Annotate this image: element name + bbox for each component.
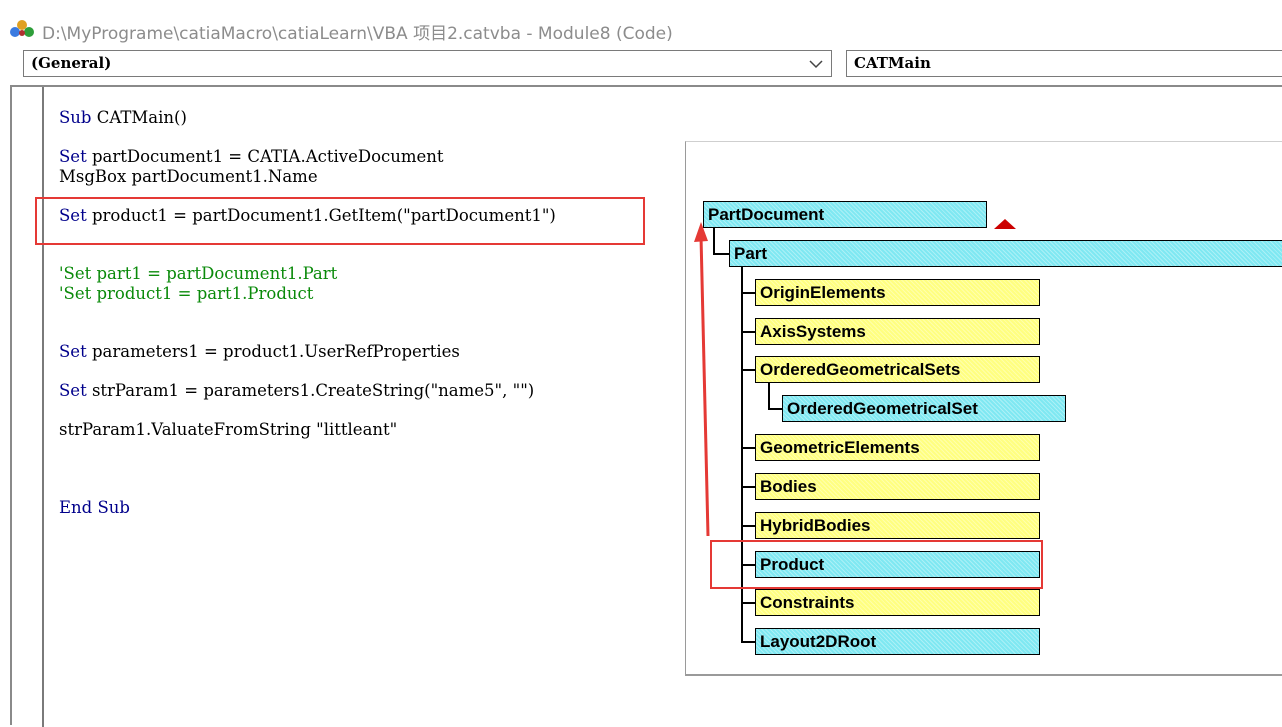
code-comment-line[interactable]: 'Set product1 = part1.Product bbox=[59, 284, 314, 303]
tree-connector bbox=[741, 602, 756, 604]
node-hybridbodies: HybridBodies bbox=[755, 512, 1040, 539]
highlight-box-product bbox=[710, 540, 1043, 589]
object-combo[interactable]: (General) bbox=[23, 50, 832, 77]
code-line[interactable]: Set strParam1 = parameters1.CreateString… bbox=[59, 381, 535, 400]
node-axissystems: AxisSystems bbox=[755, 318, 1040, 345]
tree-connector bbox=[713, 253, 730, 255]
tree-connector bbox=[741, 525, 756, 527]
code-line[interactable]: Set product1 = partDocument1.GetItem("pa… bbox=[59, 206, 556, 225]
tree-connector bbox=[768, 383, 770, 409]
node-partdocument: PartDocument bbox=[703, 201, 987, 228]
tree-connector bbox=[741, 331, 756, 333]
node-orderedgeometricalset: OrderedGeometricalSet bbox=[782, 395, 1066, 422]
code-line[interactable]: Set partDocument1 = CATIA.ActiveDocument bbox=[59, 147, 444, 166]
node-layout2droot: Layout2DRoot bbox=[755, 628, 1040, 655]
tree-connector bbox=[741, 641, 756, 643]
node-constraints: Constraints bbox=[755, 589, 1040, 616]
object-combo-value: (General) bbox=[31, 54, 112, 72]
tree-connector bbox=[741, 267, 743, 643]
node-geometricelements: GeometricElements bbox=[755, 434, 1040, 461]
code-line[interactable]: Set parameters1 = product1.UserRefProper… bbox=[59, 342, 460, 361]
title-bar: D:\MyPrograme\catiaMacro\catiaLearn\VBA … bbox=[0, 0, 1282, 50]
chevron-down-icon[interactable] bbox=[801, 51, 831, 76]
tree-connector bbox=[741, 486, 756, 488]
editor-margin bbox=[42, 87, 44, 727]
highlight-box-getitem bbox=[35, 197, 645, 245]
node-orderedgeometricalsets: OrderedGeometricalSets bbox=[755, 356, 1040, 383]
collapse-triangle-icon bbox=[994, 219, 1016, 229]
code-line[interactable]: End Sub bbox=[59, 498, 130, 517]
red-arrow-icon bbox=[694, 222, 710, 537]
code-comment-line[interactable]: 'Set part1 = partDocument1.Part bbox=[59, 264, 338, 283]
tree-connector bbox=[741, 447, 756, 449]
code-line[interactable]: strParam1.ValuateFromString "littleant" bbox=[59, 420, 398, 439]
tree-connector bbox=[741, 292, 756, 294]
code-line[interactable]: MsgBox partDocument1.Name bbox=[59, 167, 318, 186]
tree-connector bbox=[713, 228, 715, 254]
node-originelements: OriginElements bbox=[755, 279, 1040, 306]
procedure-combo[interactable]: CATMain bbox=[846, 50, 1282, 77]
tree-connector bbox=[768, 408, 783, 410]
node-product: Product bbox=[755, 551, 1040, 578]
vba-project-icon bbox=[10, 20, 34, 37]
tree-connector bbox=[741, 564, 756, 566]
node-part: Part bbox=[729, 240, 1282, 267]
window-title: D:\MyPrograme\catiaMacro\catiaLearn\VBA … bbox=[42, 24, 673, 44]
procedure-combo-value: CATMain bbox=[854, 54, 931, 72]
code-line[interactable]: Sub CATMain() bbox=[59, 108, 187, 127]
tree-connector bbox=[741, 369, 756, 371]
node-bodies: Bodies bbox=[755, 473, 1040, 500]
